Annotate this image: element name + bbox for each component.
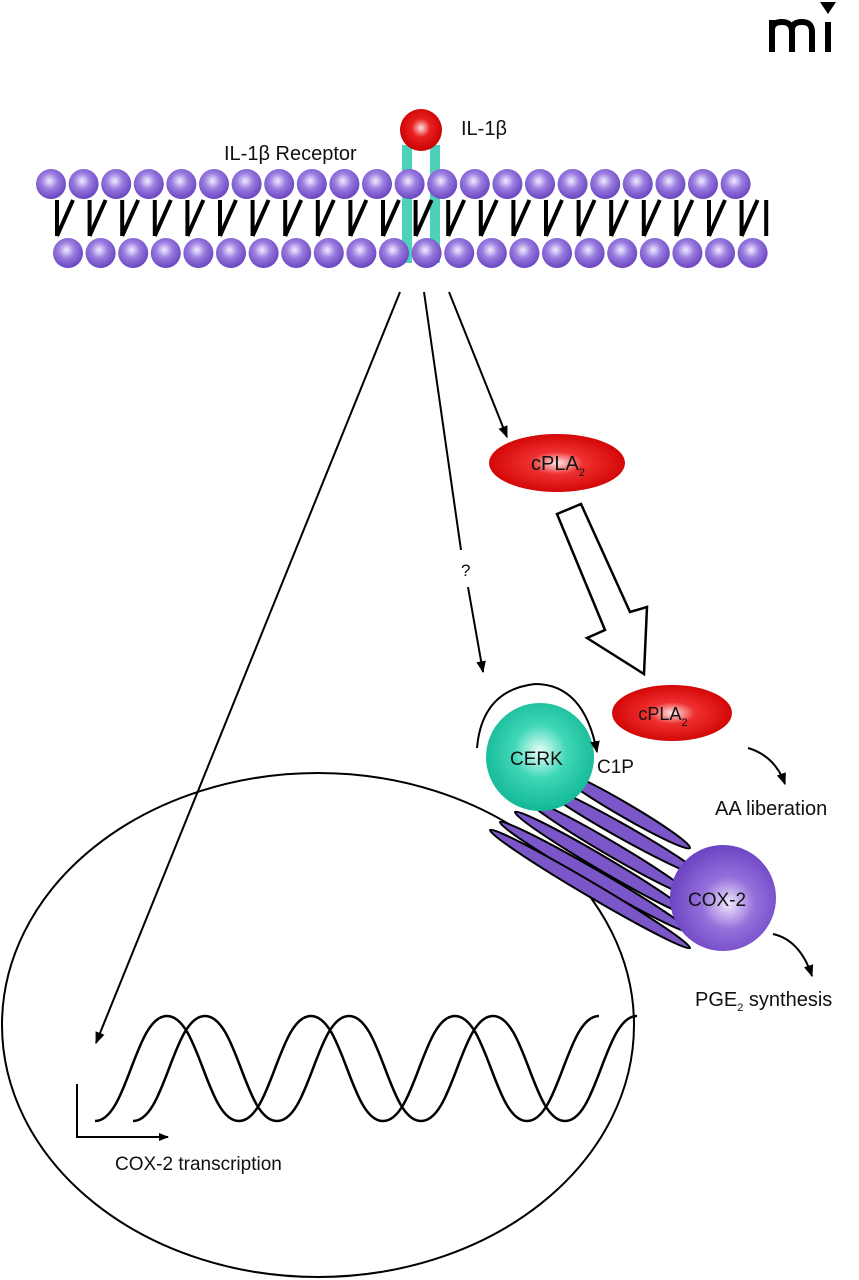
lipid-head [411, 238, 442, 268]
lipid-head [150, 238, 181, 268]
c1p-label: C1P [597, 757, 634, 778]
pge2-subscript: 2 [737, 1002, 743, 1014]
translocation-arrow [555, 502, 649, 677]
lipid-head [557, 169, 588, 199]
lipid-head [346, 238, 377, 268]
lipid-head [492, 169, 523, 199]
cpla2-lower-label: cPLA [638, 704, 681, 724]
lipid-head [476, 238, 507, 268]
lipid-head [53, 238, 83, 268]
lipid-head [622, 169, 653, 199]
cpla2-upper-label: cPLA [531, 453, 579, 475]
lipid-head [329, 169, 360, 199]
lipid-head [36, 169, 66, 199]
lipid-head [688, 169, 718, 199]
il1b-ligand [400, 109, 442, 151]
cpla2-membrane-bound: cPLA2 [612, 685, 732, 741]
lipid-heads-inner-leaflet [53, 238, 768, 268]
lipid-head [459, 169, 490, 199]
lipid-head [427, 169, 458, 199]
lipid-head [101, 169, 132, 199]
arrow-to-cerk-part2 [467, 586, 486, 674]
dna-strand [94, 1014, 600, 1123]
lipid-head [574, 238, 605, 268]
lipid-heads-outer-leaflet [36, 169, 751, 199]
pge2-synthesis-arrow [772, 933, 814, 978]
cox2-enzyme: COX-2 [670, 845, 776, 951]
lipid-tail-zigzag [55, 199, 769, 237]
cerk-enzyme: CERK [486, 703, 594, 811]
lipid-head [199, 169, 229, 199]
journal-logo-icon [769, 2, 836, 52]
lipid-bundle [488, 768, 702, 950]
lipid-head [281, 238, 312, 268]
lipid-head [379, 238, 409, 268]
lipid-head [296, 169, 327, 199]
lipid-head [720, 169, 751, 199]
nucleus [1, 772, 635, 1278]
arrow-to-cpla2 [448, 291, 508, 439]
svg-text:cPLA2: cPLA2 [531, 453, 585, 479]
cerk-catalysis-arrow [476, 682, 600, 754]
lipid-head [655, 169, 686, 199]
pge2-synthesis-label: PGE2 synthesis [695, 989, 832, 1014]
il1b-label: IL-1β [461, 118, 507, 140]
cox2-label: COX-2 [688, 890, 746, 911]
svg-text:cPLA2: cPLA2 [638, 704, 687, 729]
arrow-to-cerk-part1 [423, 291, 462, 551]
lipid-head [607, 238, 638, 268]
lipid-head [394, 169, 425, 199]
lipid-head [183, 238, 214, 268]
cpla2-lower-subscript: 2 [681, 717, 687, 729]
lipid-head [362, 169, 392, 199]
lipid-head [85, 238, 116, 268]
lipid-head [444, 238, 475, 268]
aa-liberation-label: AA liberation [715, 798, 827, 820]
il1b-receptor [402, 145, 440, 263]
lipid-head [231, 169, 262, 199]
lipid-head [705, 238, 735, 268]
cpla2-upper-subscript: 2 [579, 467, 585, 479]
pge2-prefix: PGE [695, 989, 737, 1011]
lipid-head [118, 238, 149, 268]
lipid-head [216, 238, 246, 268]
lipid-head [542, 238, 572, 268]
lipid-spindle [488, 828, 692, 950]
dna-strand [132, 1014, 638, 1123]
il1b-receptor-label: IL-1β Receptor [224, 143, 357, 165]
unknown-pathway-label: ? [461, 561, 470, 580]
pge2-suffix: synthesis [743, 989, 832, 1011]
arrow-to-cox2-gene [95, 291, 401, 1045]
cox2-transcription-label: COX-2 transcription [115, 1154, 282, 1175]
lipid-head [264, 169, 295, 199]
lipid-head [509, 238, 540, 268]
lipid-head [68, 169, 99, 199]
lipid-head [590, 169, 621, 199]
lipid-head [737, 238, 768, 268]
dna-double-helix [94, 1014, 638, 1123]
lipid-head [133, 169, 164, 199]
lipid-head [525, 169, 555, 199]
lipid-head [248, 238, 279, 268]
lipid-head [313, 238, 344, 268]
aa-liberation-arrow [747, 747, 786, 786]
lipid-head [166, 169, 197, 199]
cpla2-cytosolic: cPLA2 [489, 434, 625, 492]
transcription-start-arrow [76, 1084, 169, 1141]
cerk-label: CERK [510, 749, 563, 770]
lipid-head [639, 238, 670, 268]
lipid-tails [55, 199, 769, 237]
lipid-head [672, 238, 703, 268]
